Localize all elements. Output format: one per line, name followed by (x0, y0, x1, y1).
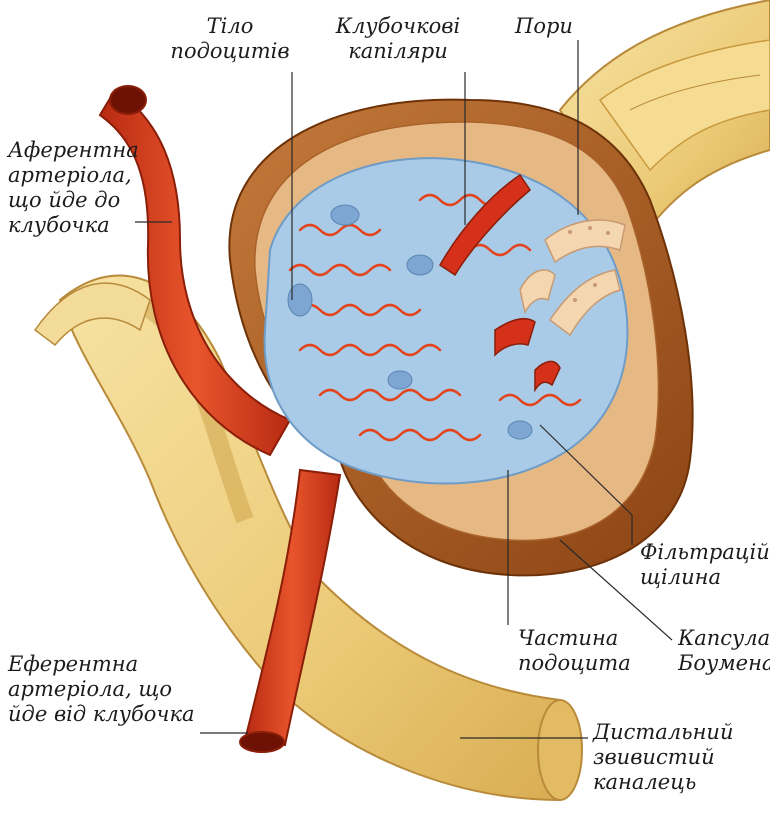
label-pores: Пори (515, 14, 573, 38)
distal-tubule-shape (33, 274, 583, 802)
leader-lines (135, 40, 673, 739)
label-podocyte-part: Частина подоцита (518, 626, 631, 675)
label-afferent-arteriole: Аферентна артеріола, що йде до клубочка (8, 138, 139, 237)
label-glomerular-capillaries: Клубочкові капіляри (335, 14, 461, 63)
afferent-arteriole-shape (98, 85, 292, 457)
label-bowman-capsule: Капсула Боумена (678, 626, 770, 675)
label-distal-tubule: Дистальний звивистий каналець (593, 720, 734, 794)
glomerulus-tuft (263, 157, 629, 485)
label-filtration-slit: Фільтраційна щілина (640, 540, 770, 589)
label-podocyte-body: Тіло подоцитів (170, 14, 290, 63)
label-efferent-arteriole: Еферентна артеріола, що йде від клубочка (8, 652, 195, 726)
efferent-arteriole-shape (239, 468, 342, 753)
